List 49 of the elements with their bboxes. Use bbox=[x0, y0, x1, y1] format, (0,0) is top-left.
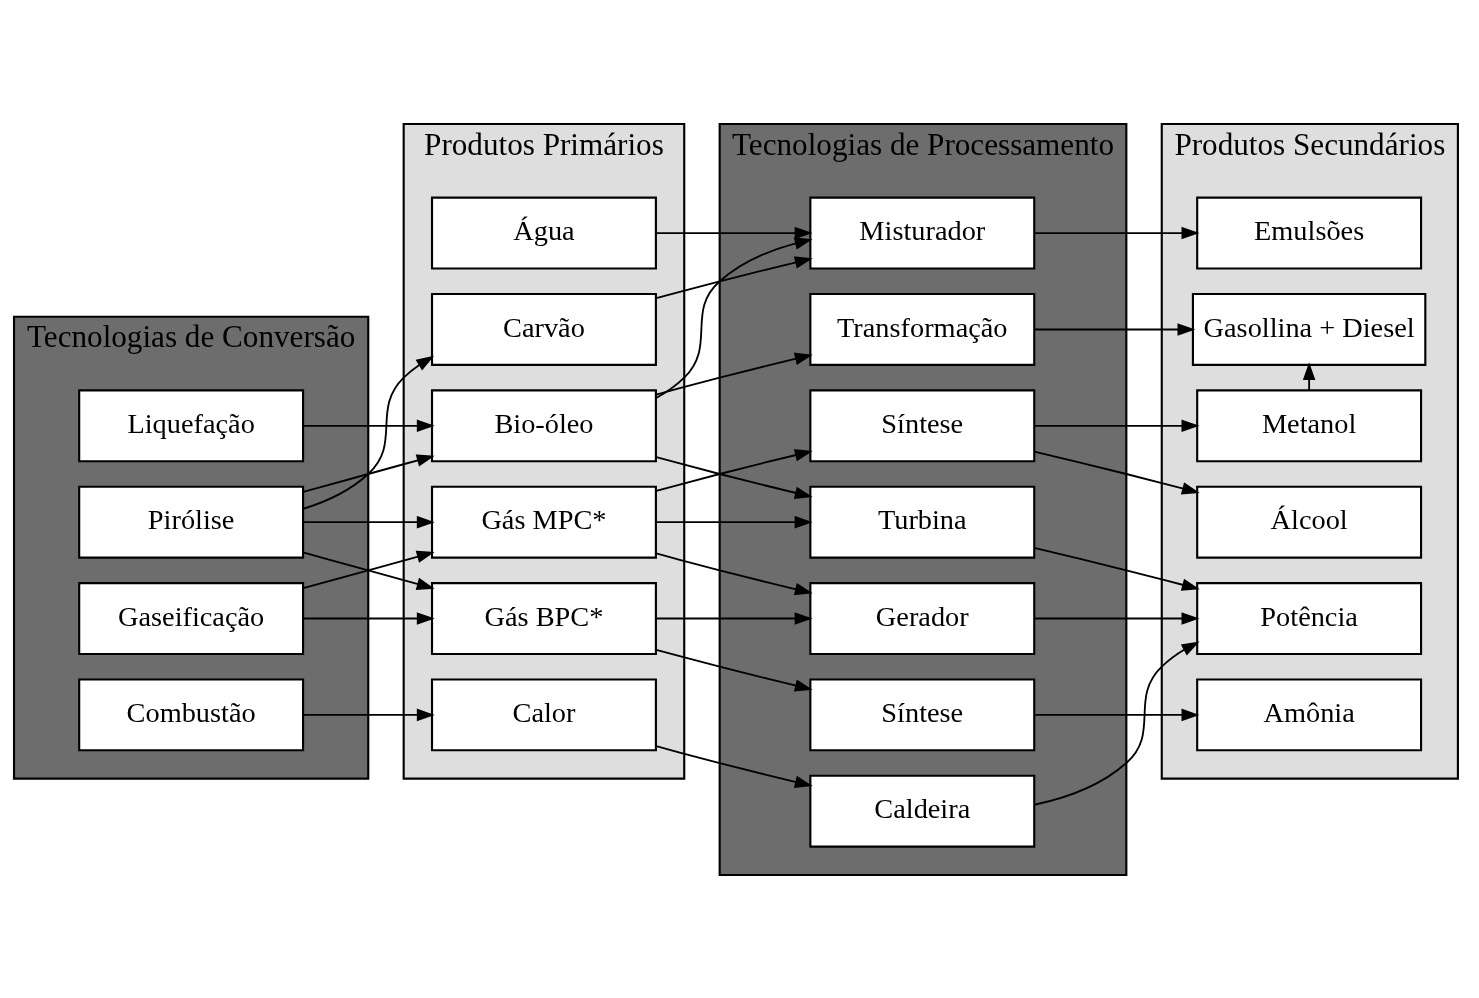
arrow bbox=[655, 515, 813, 528]
node-box: Turbina bbox=[809, 485, 1036, 559]
node-box: Misturador bbox=[809, 196, 1036, 270]
arrow bbox=[655, 611, 813, 625]
arrow bbox=[1033, 641, 1200, 806]
arrow bbox=[302, 355, 435, 510]
node-box: Liquefação bbox=[78, 388, 305, 462]
arrow bbox=[1033, 611, 1200, 625]
arrow bbox=[1033, 322, 1196, 336]
arrow bbox=[302, 611, 435, 625]
arrow bbox=[655, 648, 813, 692]
node-box: Pirólise bbox=[78, 485, 305, 559]
node-box: Calor bbox=[430, 677, 657, 751]
arrow bbox=[302, 419, 435, 432]
arrow bbox=[1033, 450, 1200, 494]
arrow bbox=[302, 708, 435, 721]
node-box: Gasollina + Diesel bbox=[1191, 292, 1427, 366]
arrow bbox=[655, 226, 813, 239]
node-box: Água bbox=[430, 196, 657, 270]
node-box: Síntese bbox=[809, 677, 1036, 751]
arrow bbox=[655, 255, 813, 299]
node-box: Álcool bbox=[1196, 485, 1423, 559]
node-box: Emulsões bbox=[1196, 196, 1423, 270]
node-box: Gaseificação bbox=[78, 581, 305, 655]
arrow bbox=[655, 552, 813, 595]
node-box: Síntese bbox=[809, 388, 1036, 462]
node-box: Gás BPC* bbox=[430, 581, 657, 655]
node-box: Transformação bbox=[809, 292, 1036, 366]
node-box: Bio-óleo bbox=[430, 388, 657, 462]
node-box: Caldeira bbox=[809, 774, 1036, 848]
node-box: Metanol bbox=[1196, 388, 1423, 462]
arrow bbox=[1033, 419, 1200, 432]
node-box: Gás MPC* bbox=[430, 485, 657, 559]
arrow bbox=[1033, 226, 1200, 239]
node-box: Gerador bbox=[809, 581, 1036, 655]
arrow bbox=[1033, 546, 1200, 591]
node-box: Amônia bbox=[1196, 677, 1423, 751]
arrow bbox=[655, 744, 813, 788]
node-box: Potência bbox=[1196, 581, 1423, 655]
arrow bbox=[1033, 708, 1200, 721]
arrow bbox=[1302, 361, 1316, 391]
node-box: Combustão bbox=[78, 677, 305, 751]
node-box: Carvão bbox=[430, 292, 657, 366]
arrow bbox=[655, 448, 813, 492]
arrow bbox=[655, 455, 813, 499]
arrow bbox=[302, 453, 435, 493]
arrow bbox=[302, 515, 435, 528]
arrow bbox=[655, 236, 813, 399]
arrow bbox=[655, 352, 813, 395]
